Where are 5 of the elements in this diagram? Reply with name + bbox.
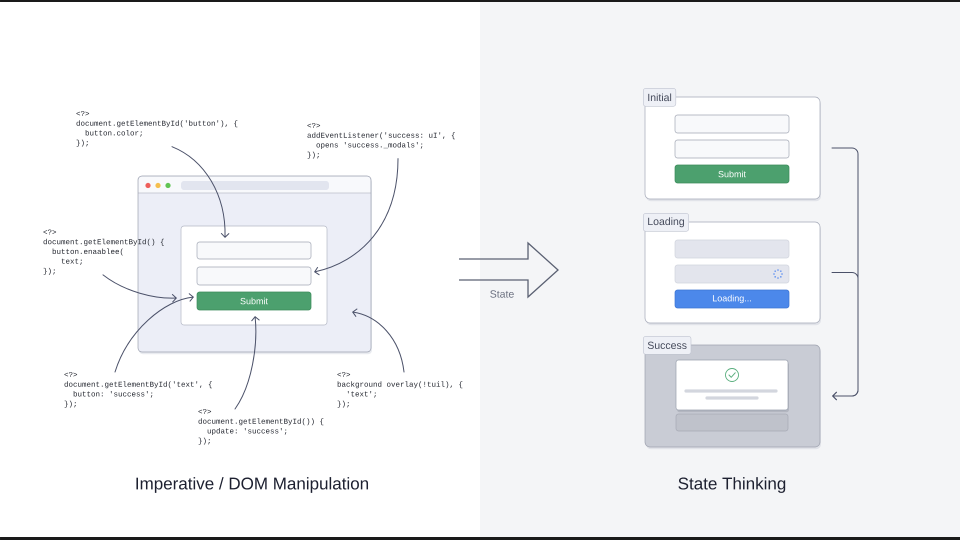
bracket-arrow xyxy=(832,272,858,400)
arrow-label: State xyxy=(490,290,514,298)
section-title: Imperative / DOM Manipulation xyxy=(136,477,368,493)
section-title: State Thinking xyxy=(678,477,786,493)
curved-arrow xyxy=(352,308,404,372)
